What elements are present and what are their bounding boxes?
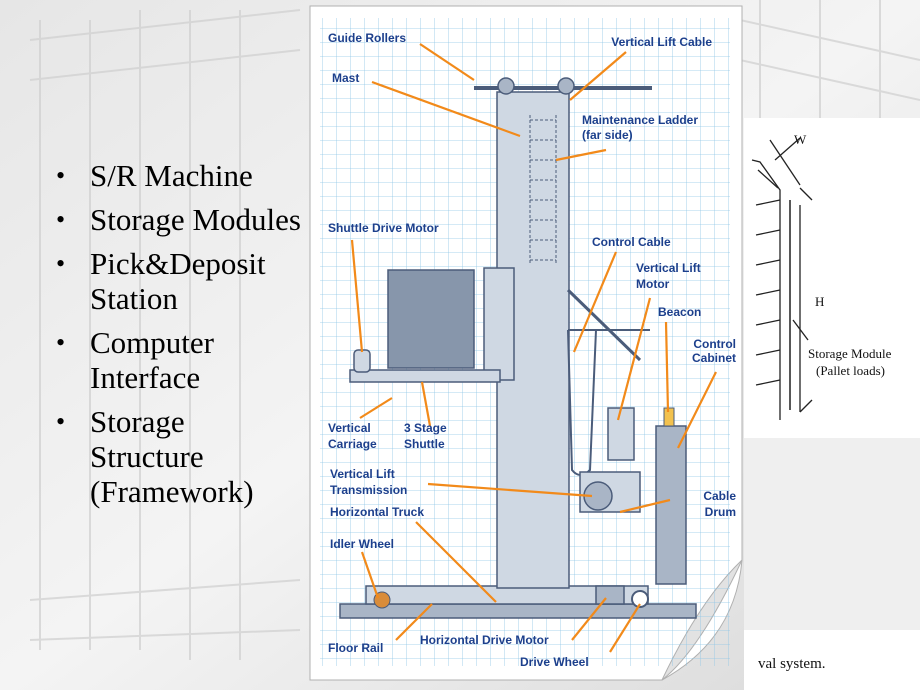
sketch-module-label-2: (Pallet loads) [816, 363, 885, 378]
diagram-labels: Guide Rollers Vertical Lift Cable Mast M… [328, 31, 736, 669]
label-shuttle-2: Shuttle [404, 437, 445, 451]
sketch-h-label: H [815, 294, 824, 309]
sketch-caption: val system. [758, 656, 826, 672]
control-cabinet [655, 425, 687, 585]
label-floor-rail: Floor Rail [328, 641, 383, 655]
label-mast: Mast [332, 71, 359, 85]
label-cable-drum-1: Cable [703, 489, 736, 503]
bullet-storage-modules: •Storage Modules [56, 202, 301, 237]
vertical-carriage [483, 267, 515, 381]
guide-roller-left [497, 77, 515, 95]
bullet-list: •S/R Machine •Storage Modules •Pick&Depo… [52, 158, 302, 518]
sketch-w-label: W [794, 132, 807, 147]
bullet-pick-deposit: •Pick&Deposit Station [56, 246, 266, 316]
bullet-dot: • [56, 328, 66, 357]
horizontal-drive-motor [595, 585, 625, 605]
label-vertical-lift-cable: Vertical Lift Cable [611, 35, 712, 49]
label-horizontal-drive-motor: Horizontal Drive Motor [420, 633, 549, 647]
storage-rack-sketch: W H Storage Module (Pallet loads) val sy… [744, 118, 920, 690]
label-vertical-lift-motor-2: Motor [636, 277, 670, 291]
pallet-load [387, 269, 475, 369]
bullet-storage-structure: •Storage Structure (Framework) [56, 404, 254, 509]
label-drive-wheel: Drive Wheel [520, 655, 589, 669]
bullet-dot: • [56, 161, 66, 190]
label-vertical-lift-motor-1: Vertical Lift [636, 261, 701, 275]
maintenance-ladder [529, 115, 557, 265]
label-vertical-lift-transmission-1: Vertical Lift [330, 467, 395, 481]
bullet-sr-machine: •S/R Machine [56, 158, 253, 193]
label-maintenance-ladder-1: Maintenance Ladder [582, 113, 698, 127]
label-beacon: Beacon [658, 305, 701, 319]
bullet-dot: • [56, 249, 66, 278]
bullet-dot: • [56, 205, 66, 234]
label-guide-rollers: Guide Rollers [328, 31, 406, 45]
label-vertical-carriage-2: Carriage [328, 437, 377, 451]
label-vertical-lift-transmission-2: Transmission [330, 483, 407, 497]
label-maintenance-ladder-2: (far side) [582, 128, 633, 142]
label-cable-drum-2: Drum [705, 505, 736, 519]
label-control-cable: Control Cable [592, 235, 671, 249]
label-control-cabinet-2: Cabinet [692, 351, 736, 365]
label-idler-wheel: Idler Wheel [330, 537, 394, 551]
bullet-dot: • [56, 407, 66, 436]
label-horizontal-truck: Horizontal Truck [330, 505, 424, 519]
drive-wheel [631, 590, 649, 608]
sr-machine-drawing [339, 77, 697, 619]
vertical-lift-motor [607, 407, 635, 461]
label-control-cabinet-1: Control [693, 337, 736, 351]
label-vertical-carriage-1: Vertical [328, 421, 371, 435]
label-shuttle-drive-motor: Shuttle Drive Motor [328, 221, 439, 235]
bullet-computer-interface: •Computer Interface [56, 325, 214, 395]
guide-roller-right [557, 77, 575, 95]
sketch-module-label-1: Storage Module [808, 346, 892, 361]
label-shuttle-1: 3 Stage [404, 421, 447, 435]
leader-lines [350, 43, 717, 653]
shuttle-3-stage [349, 369, 501, 383]
shuttle-drive-motor [353, 349, 371, 373]
